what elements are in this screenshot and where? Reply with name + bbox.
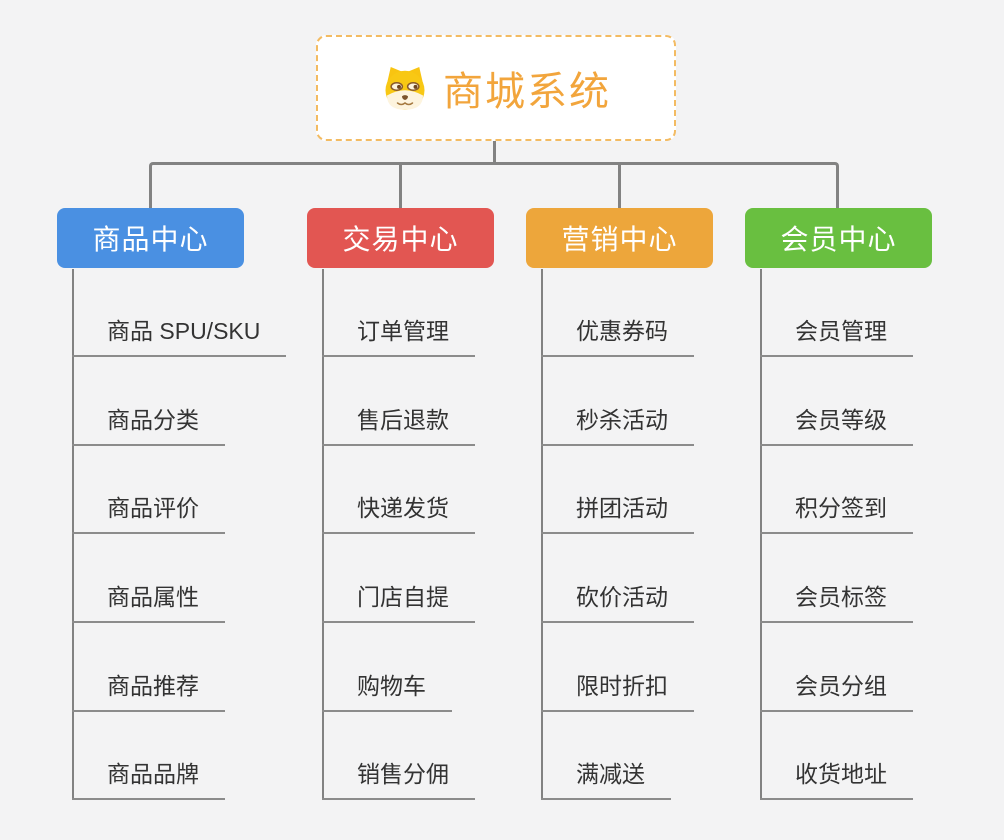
sub-item[interactable]: 商品 SPU/SKU (72, 303, 287, 357)
connector-drop-3 (618, 163, 621, 209)
connector-root-stem (493, 140, 496, 164)
dog-icon (385, 67, 425, 110)
sub-item[interactable]: 门店自提 (322, 569, 475, 624)
sub-item[interactable]: 商品品牌 (72, 746, 225, 801)
branch-column-2: 订单管理售后退款快递发货门店自提购物车销售分佣 (322, 269, 475, 801)
sub-item[interactable]: 收货地址 (760, 746, 913, 801)
branch-stem (760, 269, 762, 800)
sub-item[interactable]: 积分签到 (760, 480, 913, 535)
branch-stem (541, 269, 543, 800)
sub-item[interactable]: 商品属性 (72, 569, 225, 624)
sub-item[interactable]: 会员管理 (760, 303, 913, 357)
sub-item[interactable]: 快递发货 (322, 480, 475, 535)
branch-stem (72, 269, 74, 800)
branch-column-1: 商品 SPU/SKU 商品分类商品评价商品属性商品推荐商品品牌 (72, 269, 287, 801)
root-node[interactable]: 商城系统 (316, 35, 676, 141)
sub-item[interactable]: 会员等级 (760, 392, 913, 446)
branch-column-4: 会员管理会员等级积分签到会员标签会员分组收货地址 (760, 269, 913, 801)
branch-header-4[interactable]: 会员中心 (745, 208, 932, 268)
sub-item[interactable]: 秒杀活动 (541, 392, 694, 446)
sub-item[interactable]: 销售分佣 (322, 746, 475, 801)
sub-item[interactable]: 售后退款 (322, 392, 475, 446)
sub-item[interactable]: 商品分类 (72, 392, 225, 446)
connector-rail (149, 162, 839, 210)
sub-item[interactable]: 购物车 (322, 658, 452, 712)
sub-item[interactable]: 会员标签 (760, 569, 913, 624)
sub-item[interactable]: 商品推荐 (72, 658, 225, 712)
sub-item[interactable]: 限时折扣 (541, 658, 694, 712)
root-title: 商城系统 (443, 70, 611, 114)
branch-column-3: 优惠券码秒杀活动拼团活动砍价活动限时折扣满减送 (541, 269, 694, 801)
sub-item[interactable]: 满减送 (541, 746, 671, 801)
sub-item[interactable]: 拼团活动 (541, 480, 694, 535)
connector-drop-2 (399, 163, 402, 209)
sub-item[interactable]: 砍价活动 (541, 569, 694, 624)
sub-item[interactable]: 商品评价 (72, 480, 225, 535)
branch-header-2[interactable]: 交易中心 (307, 208, 494, 268)
sub-item[interactable]: 订单管理 (322, 303, 475, 357)
sub-item[interactable]: 优惠券码 (541, 303, 694, 357)
branch-stem (322, 269, 324, 800)
sub-item[interactable]: 会员分组 (760, 658, 913, 712)
branch-header-1[interactable]: 商品中心 (57, 208, 244, 268)
branch-header-3[interactable]: 营销中心 (526, 208, 713, 268)
